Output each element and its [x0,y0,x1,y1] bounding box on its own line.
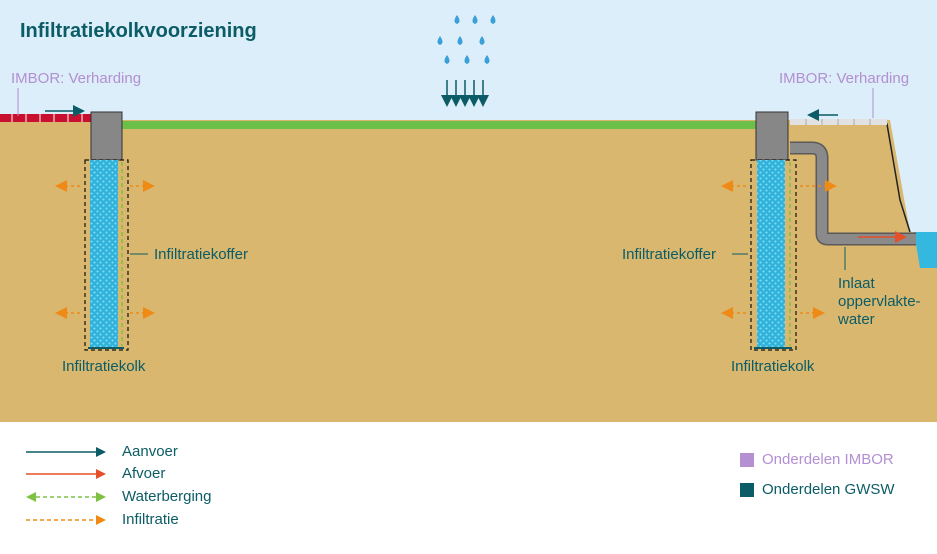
legend-infiltratie-label: Infiltratie [122,511,179,528]
legend-aanvoer: Aanvoer [26,442,326,462]
afvoer-line-icon [26,469,106,479]
diagram-title: Infiltratiekolkvoorziening [20,20,257,42]
label-kolk-left: Infiltratiekolk [62,358,146,375]
label-inlaat-2: oppervlakte- [838,293,921,310]
aanvoer-line-icon [26,447,106,457]
legend-gwsw: Onderdelen GWSW [740,480,930,500]
legend-afvoer-label: Afvoer [122,465,166,482]
legend-imbor-label: Onderdelen IMBOR [762,451,894,468]
legend: Aanvoer Afvoer Waterberging Infiltratie … [0,422,937,554]
legend-imbor: Onderdelen IMBOR [740,450,930,470]
label-imbor-left: IMBOR: Verharding [11,70,141,87]
label-inlaat-1: Inlaat [838,275,876,292]
legend-waterberging: Waterberging [26,487,326,507]
label-kolk-right: Infiltratiekolk [731,358,815,375]
inlet-pipe [790,143,916,244]
cross-section-diagram: Infiltratiekolkvoorziening IMBOR: Verhar… [0,0,937,422]
infiltratiekolk-left [84,111,129,351]
grass-strip [122,121,757,129]
rain-arrows [441,80,489,107]
rain-drops-icon [437,15,496,64]
soil [0,120,937,422]
legend-waterberging-label: Waterberging [122,488,212,505]
gwsw-swatch [740,483,754,497]
legend-afvoer: Afvoer [26,464,326,484]
imbor-swatch [740,453,754,467]
label-koffer-left: Infiltratiekoffer [154,246,248,263]
infiltratie-arrows-left [55,180,155,319]
legend-infiltratie: Infiltratie [26,510,326,530]
label-koffer-right: Infiltratiekoffer [622,246,716,263]
waterberging-line-icon [26,492,106,502]
infiltratie-line-icon [26,515,106,525]
legend-aanvoer-label: Aanvoer [122,443,178,460]
paving-left [0,114,92,122]
label-imbor-right: IMBOR: Verharding [779,70,909,87]
infiltratie-arrows-right [721,180,837,319]
infiltratiekolk-right [750,111,797,351]
paving-right [790,119,887,125]
legend-gwsw-label: Onderdelen GWSW [762,481,895,498]
surface-water [914,232,937,268]
label-inlaat-3: water [837,311,875,328]
